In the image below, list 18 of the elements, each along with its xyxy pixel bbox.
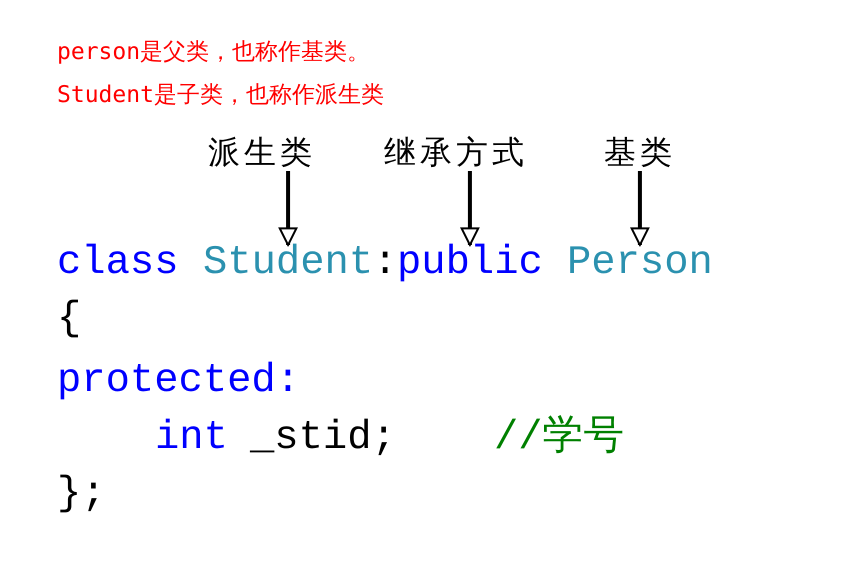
- code-punctuation: :: [373, 243, 398, 284]
- annotation-label: 继承方式: [384, 136, 528, 168]
- annotation-label: 派生类: [208, 136, 316, 168]
- code-brace: {: [57, 299, 82, 340]
- keyword: int: [155, 418, 228, 458]
- keyword: class: [57, 243, 179, 284]
- arrow: [278, 171, 298, 246]
- class-name: Student: [203, 243, 374, 284]
- arrow: [460, 171, 480, 246]
- access-specifier: protected:: [57, 361, 300, 402]
- class-name: Person: [567, 243, 713, 284]
- member-name: _stid;: [250, 418, 396, 458]
- note-text: person是父类，也称作基类。: [57, 41, 370, 64]
- code-brace: };: [57, 474, 106, 514]
- annotation-label: 基类: [604, 136, 676, 168]
- keyword: public: [397, 243, 543, 284]
- note-text: Student是子类，也称作派生类: [57, 84, 384, 107]
- arrow: [630, 171, 650, 246]
